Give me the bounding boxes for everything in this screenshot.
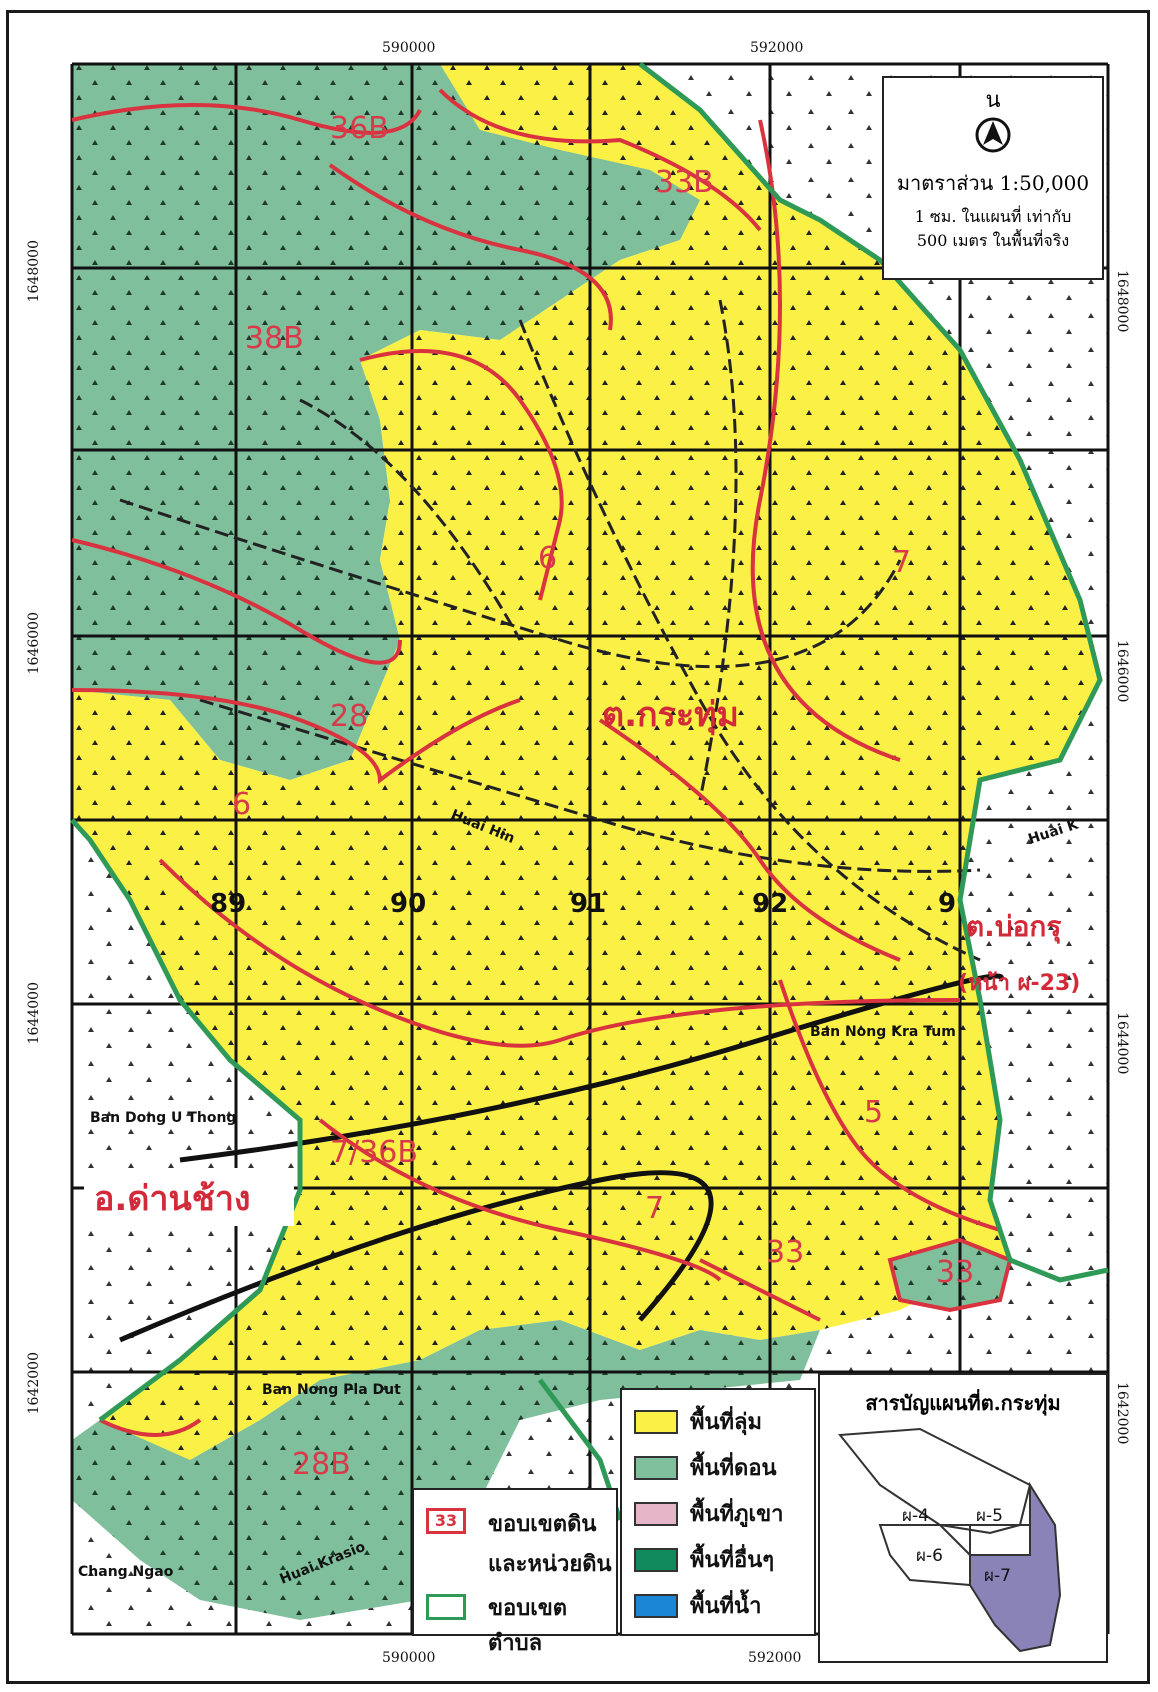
index-sheet-p7 [969, 1481, 1062, 1653]
coord-right-1648000: 1648000 [1114, 270, 1130, 333]
soil-label-6-north: 6 [538, 541, 557, 576]
village-nong-pla-dut: Ban Nong Pla Dut [262, 1382, 401, 1398]
grid-number-92: 92 [752, 889, 788, 919]
soil-label-6-west: 6 [232, 787, 251, 822]
coord-right-1642000: 1642000 [1114, 1382, 1130, 1445]
coord-right-1646000: 1646000 [1114, 640, 1130, 703]
index-map: สารบัญแผนที่ต.กระทุ่ม ผ-4 ผ-5 ผ-6 ผ-7 [818, 1373, 1108, 1663]
legend-item-mountain: พื้นที่ภูเขา [634, 1496, 783, 1531]
legend-item-upland: พื้นที่ดอน [634, 1450, 777, 1485]
coord-bottom-590000: 590000 [382, 1650, 436, 1666]
soil-label-33b: 33B [655, 165, 714, 200]
water-label: พื้นที่น้ำ [690, 1593, 762, 1619]
coord-bottom-592000: 592000 [748, 1650, 802, 1666]
legend-item-other: พื้นที่อื่นๆ [634, 1542, 774, 1577]
tambon-boundary-label: ขอบเขตตำบล [488, 1595, 568, 1656]
other-label: พื้นที่อื่นๆ [690, 1547, 775, 1573]
soil-label-33-south: 33 [766, 1235, 804, 1270]
grid-number-91: 91 [570, 889, 606, 919]
soil-unit-labels: 36B 33B 38B 6 7 28 6 5 7/36B 7 33 33 28B [232, 111, 974, 1482]
lowland-label: พื้นที่ลุ่ม [690, 1409, 763, 1435]
tambon-label-bokru-page: (หน้า ผ-23) [958, 971, 1080, 996]
grid-number-89: 89 [210, 889, 246, 919]
upland-swatch [634, 1455, 678, 1480]
other-swatch [634, 1547, 678, 1572]
soil-label-7-east: 7 [892, 545, 911, 580]
map-tracks [119, 299, 981, 962]
scale-text: มาตราส่วน 1:50,000 [896, 171, 1090, 195]
soil-label-33-east: 33 [936, 1255, 974, 1290]
grid-number-90: 90 [390, 889, 426, 919]
soil-boundary-swatch: 33 [426, 1508, 466, 1534]
scale-note-line2: 500 เมตร ในพื้นที่จริง [916, 231, 1070, 250]
coord-top-592000: 592000 [750, 40, 804, 56]
index-label-p4: ผ-4 [902, 1506, 929, 1526]
tambon-labels: ต.กระทุ่ม ต.บ่อกรุ (หน้า ผ-23) อ.ด่านช้า… [84, 695, 1080, 1226]
village-chang-ngao: Chang Ngao [78, 1564, 174, 1580]
index-label-p5: ผ-5 [976, 1506, 1003, 1526]
lowland-swatch [634, 1409, 678, 1434]
tambon-boundary-swatch [426, 1594, 466, 1620]
boundary-legend: 33 ขอบเขตดิน และหน่วยดิน ขอบเขตตำบล [412, 1488, 618, 1656]
grid-numbers: 89 90 91 92 9 [210, 889, 956, 919]
index-label-p7: ผ-7 [984, 1566, 1011, 1586]
soil-label-5: 5 [864, 1095, 883, 1130]
water-swatch [634, 1593, 678, 1618]
map-grid [70, 62, 1110, 1636]
map-frame [6, 10, 1150, 1684]
north-arrow-icon [975, 117, 1011, 153]
coord-top-590000: 590000 [382, 40, 436, 56]
landuse-legend: พื้นที่ลุ่ม พื้นที่ดอน พื้นที่ภูเขา พื้น… [620, 1388, 816, 1636]
coord-right-1644000: 1644000 [1114, 1012, 1130, 1075]
danchang-label-bg [84, 1168, 294, 1226]
soil-label-28b: 28B [292, 1447, 351, 1482]
upland-label: พื้นที่ดอน [690, 1455, 777, 1481]
index-map-sheets: ผ-4 ผ-5 ผ-6 ผ-7 [838, 1427, 1062, 1653]
lowland-area-main [72, 64, 1100, 1460]
index-label-p6: ผ-6 [916, 1546, 943, 1566]
soil-label-38b: 38B [245, 321, 304, 356]
legend-item-lowland: พื้นที่ลุ่ม [634, 1404, 762, 1439]
village-nong-kra-tum: Ban Nong Kra Tum [810, 1024, 956, 1040]
tambon-label-bokru: ต.บ่อกรุ [966, 910, 1061, 944]
main-roads [119, 973, 1004, 1343]
soil-label-7-south: 7 [645, 1191, 664, 1226]
village-dong-u-thong: Ban Dong U Thong [90, 1110, 236, 1126]
scale-note-line1: 1 ซม. ในแผนที่ เท่ากับ [914, 207, 1072, 226]
upland-area-33 [890, 1240, 1010, 1310]
soil-boundary-label-line1: ขอบเขตดิน [488, 1511, 597, 1537]
grid-number-9: 9 [938, 889, 956, 919]
mountain-label: พื้นที่ภูเขา [690, 1501, 784, 1527]
legend-item-water: พื้นที่น้ำ [634, 1588, 761, 1623]
mountain-swatch [634, 1501, 678, 1526]
amphoe-label-danchang: อ.ด่านช้าง [94, 1179, 251, 1219]
soil-boundary-label-line2: และหน่วยดิน [488, 1551, 612, 1577]
soil-label-36b: 36B [330, 111, 389, 146]
soil-label-28: 28 [330, 699, 368, 734]
soil-label-7-36b: 7/36B [330, 1135, 418, 1170]
north-scale-box: น มาตราส่วน 1:50,000 1 ซม. ในแผนที่ เท่า… [882, 76, 1104, 280]
index-map-title: สารบัญแผนที่ต.กระทุ่ม [865, 1391, 1061, 1415]
soil-boundaries [71, 88, 1013, 1437]
north-letter: น [985, 88, 1001, 113]
tambon-label-kratum: ต.กระทุ่ม [602, 695, 739, 736]
